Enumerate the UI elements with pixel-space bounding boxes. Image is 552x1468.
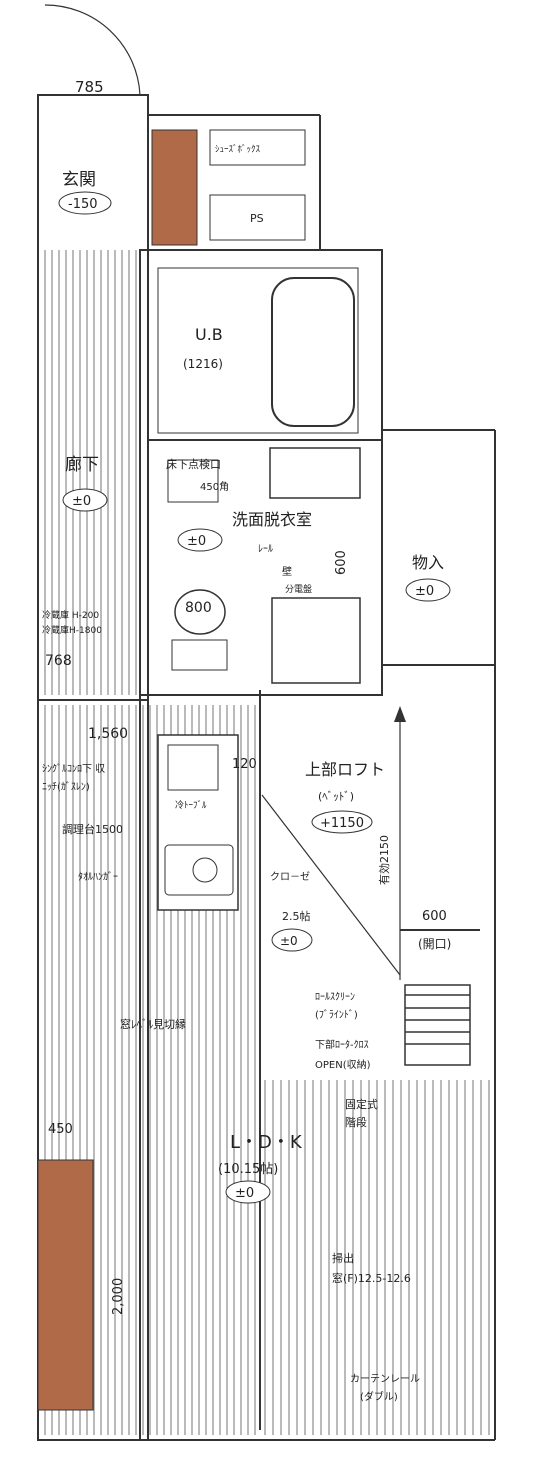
loft-height: 有効2150 xyxy=(377,835,391,885)
toilet xyxy=(174,589,226,635)
rail-label: ﾚｰﾙ xyxy=(258,544,273,555)
window-note2: 窓(F)12.5-12.6 xyxy=(332,1271,411,1285)
ldk-size: (10.15帖) xyxy=(218,1162,278,1177)
ladder-note4: OPEN(収納) xyxy=(315,1058,371,1071)
window-line-note: 窓ﾚﾍﾞﾙ見切縁 xyxy=(120,1017,186,1031)
bathtub xyxy=(271,277,355,427)
ps-box xyxy=(209,194,306,241)
sink-drain xyxy=(192,857,218,883)
storage-level: ±0 xyxy=(415,584,434,599)
wall-block-bottom xyxy=(37,1159,94,1411)
loft-sub: (ﾍﾞｯﾄﾞ) xyxy=(318,790,354,803)
fixed-note2: 階段 xyxy=(345,1115,367,1129)
underfloor-label: 床下点検口 xyxy=(166,457,221,471)
curtain-note1: カーテンレール xyxy=(350,1373,420,1385)
loft-level-oval xyxy=(311,810,373,834)
door-600: 600 xyxy=(422,909,447,924)
shoe-label: ｼｭｰｽﾞﾎﾞｯｸｽ xyxy=(215,144,261,155)
loft-label: 上部ロフト xyxy=(305,760,385,779)
shoe-box xyxy=(209,129,306,166)
fridge-space: 冷ﾄｰﾌﾞﾙ xyxy=(175,799,207,811)
closet-size: 2.5帖 xyxy=(282,910,311,923)
storage-label: 物入 xyxy=(412,553,444,572)
closet-level-oval xyxy=(271,928,313,952)
kitchen-note1: ｼﾝｸﾞﾙｺﾝﾛ下 収 xyxy=(42,763,105,775)
ladder-note1: ﾛｰﾙｽｸﾘｰﾝ xyxy=(315,991,355,1003)
dim-1560: 1,560 xyxy=(88,726,128,742)
dim-768: 768 xyxy=(45,653,72,669)
ladder-note2: (ﾌﾞﾗｲﾝﾄﾞ) xyxy=(315,1009,358,1021)
bath-label: U.B xyxy=(195,325,223,344)
ldk-level-oval xyxy=(225,1180,271,1204)
wash-label: 洗面脱衣室 xyxy=(232,510,312,529)
fridge-note2: 冷蔵庫H-1800 xyxy=(42,624,102,636)
window-note: 掃出 xyxy=(332,1251,354,1265)
bath-floor xyxy=(157,267,359,434)
loft-level: +1150 xyxy=(320,816,364,831)
loft-diagonal xyxy=(261,794,401,976)
dim-450: 450 xyxy=(48,1122,73,1137)
panel-label: 分電盤 xyxy=(285,583,312,595)
fixed-note: 固定式 xyxy=(345,1097,378,1111)
wash-level: ±0 xyxy=(187,534,206,549)
fridge-note1: 冷蔵庫 H-200 xyxy=(42,609,99,621)
washer-pan xyxy=(271,597,361,684)
hall-level-oval xyxy=(62,488,108,512)
stove xyxy=(167,744,219,791)
dim-2000: 2,000 xyxy=(111,1278,126,1315)
stairs xyxy=(404,984,471,1066)
ldk-level: ±0 xyxy=(235,1186,254,1201)
floor-hatching xyxy=(44,250,490,1435)
walls xyxy=(37,94,496,1441)
hall-label: 廊下 xyxy=(65,455,99,475)
toilet-dim: 800 xyxy=(185,600,212,616)
underfloor-hatch xyxy=(167,459,219,503)
entrance-label: 玄関 xyxy=(62,170,96,190)
closet-level: ±0 xyxy=(280,934,298,948)
toilet-tank xyxy=(171,639,228,671)
hall-level: ±0 xyxy=(72,494,91,509)
closet-label: クロ－ゼ xyxy=(270,871,310,883)
ps-label: PS xyxy=(250,212,264,225)
dim-wash-600: 600 xyxy=(334,550,349,575)
door-swing xyxy=(44,4,141,96)
underfloor-size: 450角 xyxy=(200,481,229,493)
counter-note: 調理台1500 xyxy=(62,822,123,836)
sink xyxy=(164,844,234,896)
opening-label: (開口) xyxy=(418,937,451,951)
towel-note: ﾀｵﾙﾊﾝｶﾞｰ xyxy=(78,871,118,883)
dim-120: 120 xyxy=(232,757,257,772)
storage-level-oval xyxy=(405,578,451,602)
curtain-note2: (ダブル) xyxy=(360,1390,398,1403)
entrance-level-oval xyxy=(58,191,112,215)
vanity xyxy=(269,447,361,499)
loft-arrow-head xyxy=(394,706,406,722)
entrance-level: -150 xyxy=(68,197,98,212)
wall-label: 壁 xyxy=(282,565,292,578)
ldk-label: L・D・K xyxy=(230,1132,303,1153)
ladder-note3: 下部ﾛｰﾀ-ｸﾛｽ xyxy=(315,1038,369,1051)
kitchen-note2: ﾆｯﾁ(ｶﾞｽﾚﾝ) xyxy=(42,781,90,793)
bath-size: (1216) xyxy=(183,357,223,371)
dim-785: 785 xyxy=(75,78,104,96)
wash-level-oval xyxy=(177,528,223,552)
wall-block-top xyxy=(151,129,198,246)
